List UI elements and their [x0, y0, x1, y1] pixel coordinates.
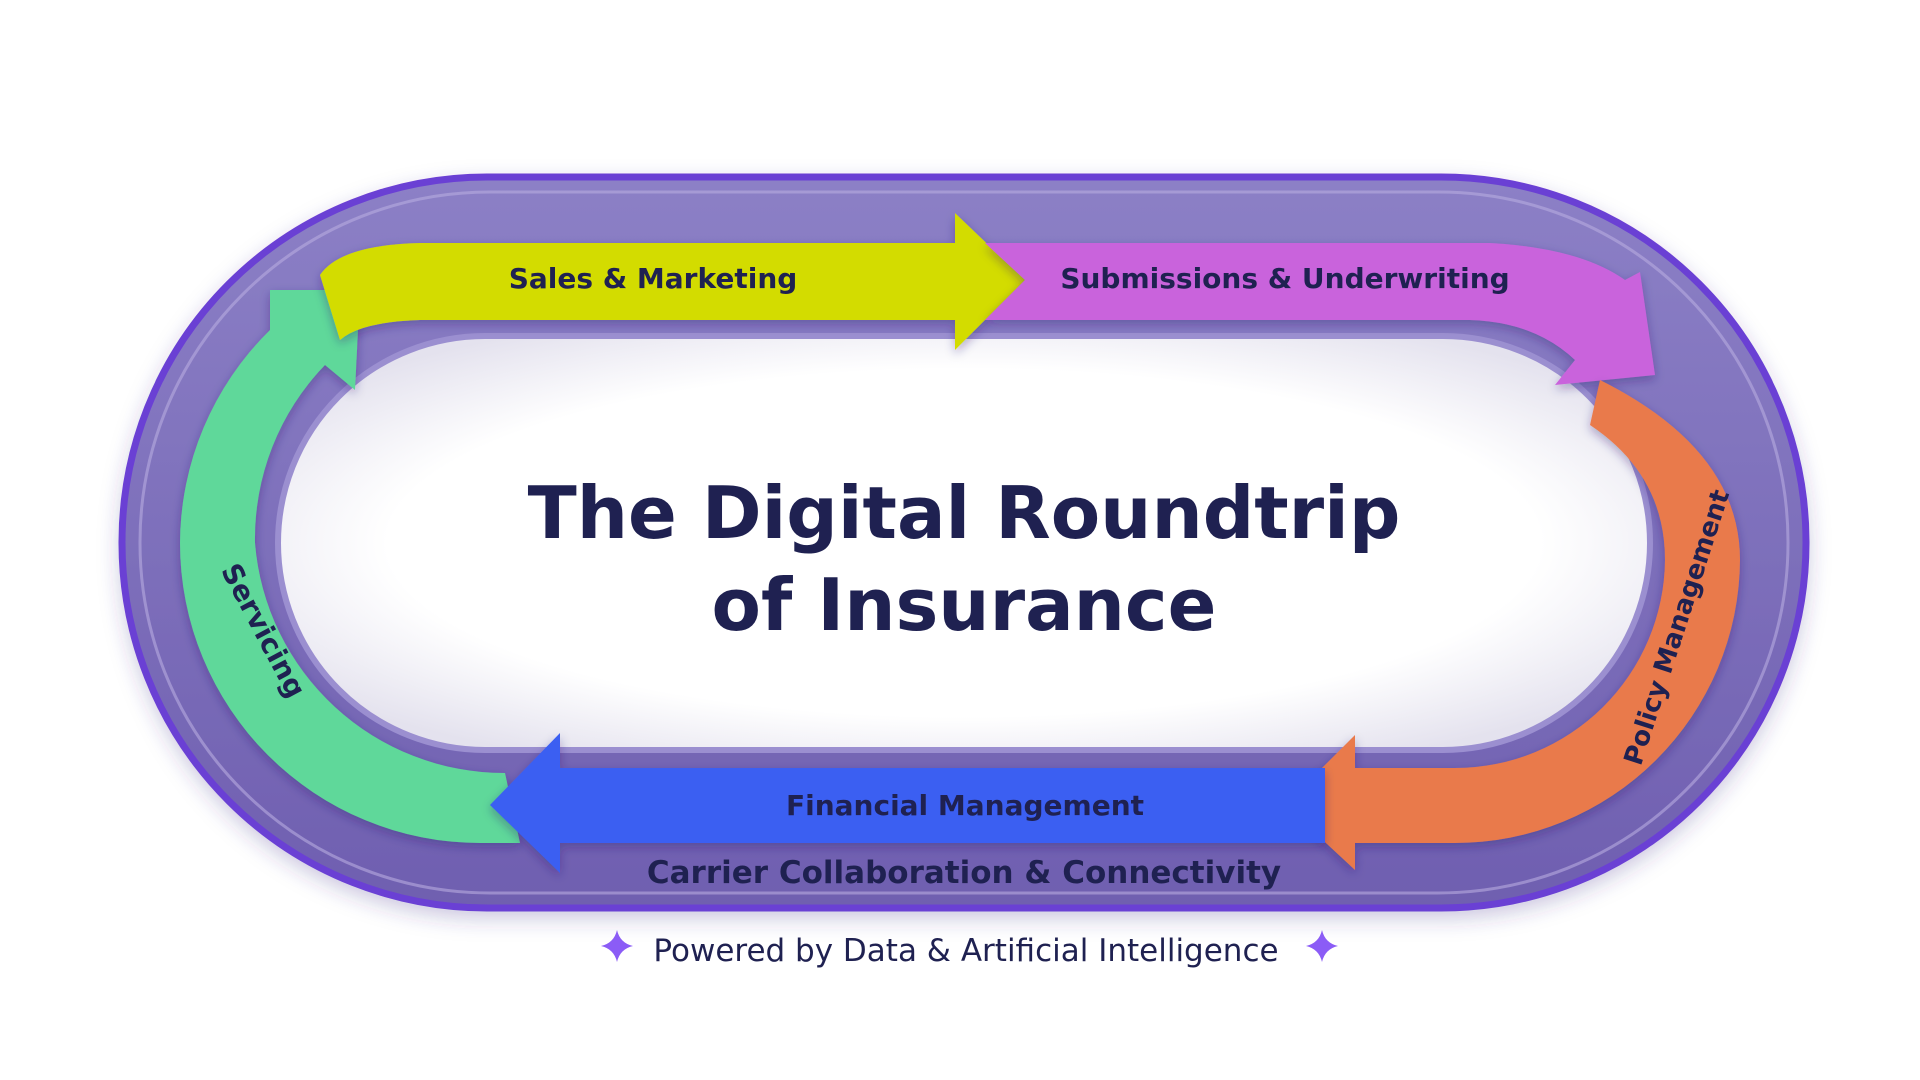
- financial-management-arrow: [490, 733, 1325, 873]
- stage-label-sales-marketing: Sales & Marketing: [509, 262, 798, 295]
- sparkle-icon: [601, 930, 633, 962]
- policy-management-arrow: [1285, 380, 1740, 870]
- stage-label-financial-management: Financial Management: [786, 789, 1144, 822]
- footer-text: Powered by Data & Artificial Intelligenc…: [653, 933, 1278, 969]
- submissions-underwriting-arrow: [985, 243, 1655, 385]
- diagram-title-line-2: of Insurance: [712, 563, 1217, 647]
- outer-track-highlight: [138, 190, 1790, 895]
- sparkle-icon: [1306, 930, 1338, 962]
- servicing-arrow: [180, 290, 520, 843]
- sales-marketing-arrow: [320, 213, 1025, 350]
- diagram-title-line-1: The Digital Roundtrip: [528, 471, 1401, 555]
- track-label: Carrier Collaboration & Connectivity: [647, 855, 1281, 891]
- stage-label-submissions-underwriting: Submissions & Underwriting: [1060, 262, 1509, 295]
